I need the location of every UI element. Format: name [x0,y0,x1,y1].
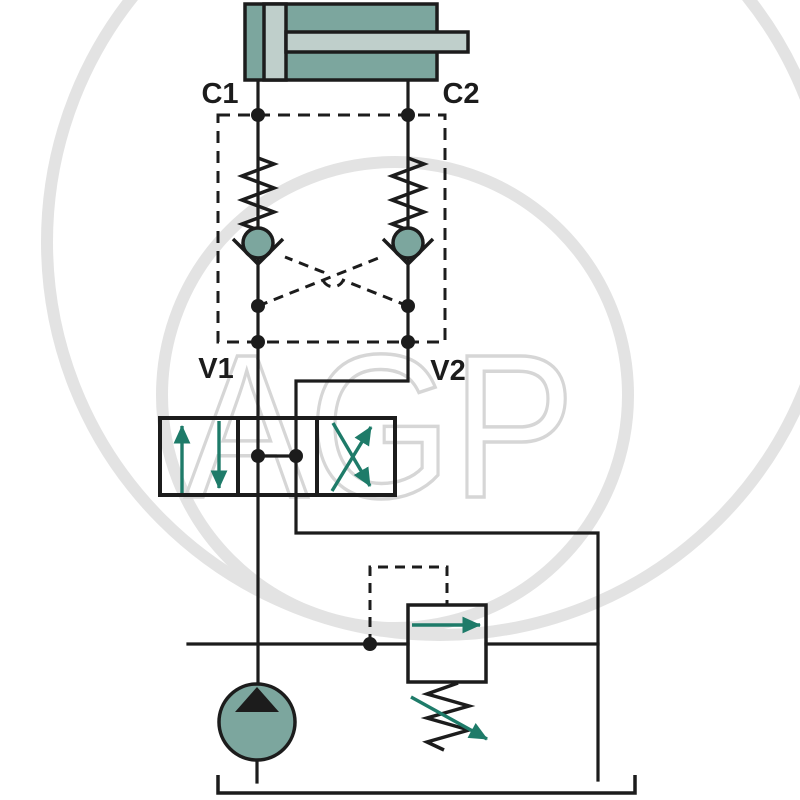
relief-adjust-arrow-icon [410,695,488,741]
junction-dot [289,449,303,463]
check-ball-icon [241,226,275,260]
junction-dot [251,108,265,122]
reservoir-tank [216,775,637,795]
junction-dots [251,108,415,651]
double-acting-cylinder [243,2,470,82]
flow-arrow-cross-up-icon [330,426,373,492]
junction-dot [401,108,415,122]
port-labels: C1 C2 V1 V2 [198,78,479,387]
watermark-text: AGP [185,312,575,541]
junction-dot [401,335,415,349]
flow-arrow-cross-down-icon [331,422,372,487]
valve-body [158,416,397,497]
junction-dot [251,449,265,463]
check-valve-enclosure [216,113,447,344]
cylinder-rod [284,30,470,54]
relief-spring-icon [420,681,476,752]
pressure-relief-valve [406,603,488,752]
pump-direction-triangle-icon [235,687,279,712]
junction-dot [363,637,377,651]
label-v1: V1 [198,353,233,385]
pilot-line-left-to-right [257,255,382,308]
pilot-check-valve-left [231,156,285,267]
pilot-line-relief [368,565,449,644]
check-ball-icon [391,226,425,260]
label-c1: C1 [201,78,238,110]
junction-dot [251,335,265,349]
pilot-line-right-to-left [284,255,409,308]
spring-icon [387,156,429,232]
label-v2: V2 [430,355,465,387]
label-c2: C2 [442,78,479,110]
check-seat-icon [231,237,285,267]
pilot-check-valve-right [381,156,435,267]
watermark: AGP [41,0,800,641]
check-seat-icon [381,237,435,267]
relief-valve-body [406,603,488,684]
junction-dot [401,299,415,313]
directional-control-valve [158,416,397,497]
pilot-lines [216,113,449,644]
spring-icon [237,156,279,232]
cylinder-piston [262,2,288,82]
watermark-swoosh-icon [41,0,800,641]
pump-body [217,682,297,762]
hydraulic-pump [217,682,297,762]
junction-dot [251,299,265,313]
